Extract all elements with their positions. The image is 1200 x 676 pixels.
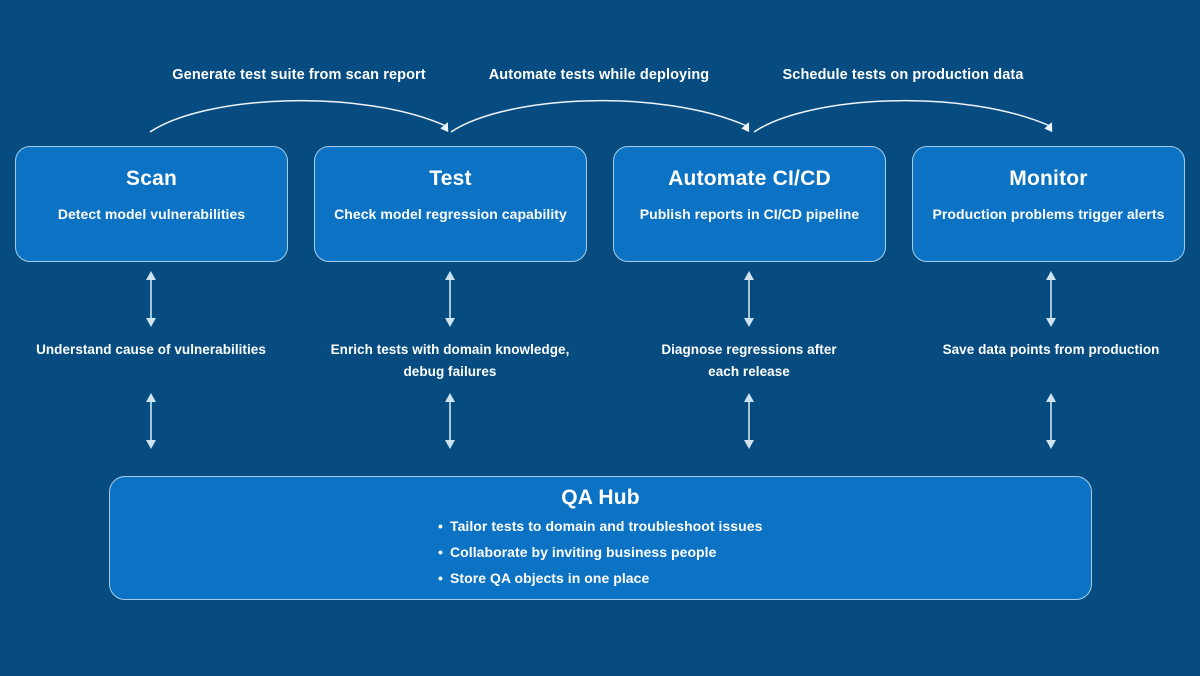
stage-title-automate-cicd: Automate CI/CD (668, 167, 831, 190)
bullet-icon: • (438, 518, 443, 534)
stage-title-test: Test (429, 167, 472, 190)
stage-box-automate-cicd[interactable]: Automate CI/CD Publish reports in CI/CD … (613, 146, 886, 262)
stage-box-scan[interactable]: Scan Detect model vulnerabilities (15, 146, 288, 262)
flow-label-scan-to-test: Generate test suite from scan report (172, 67, 426, 83)
qa-hub-bullet-item: • Collaborate by inviting business peopl… (438, 545, 1091, 559)
mid-caption-monitor: Save data points from production (942, 342, 1160, 357)
mid-caption-automate-cicd: Diagnose regressions after each release (661, 342, 837, 380)
flow-label-automate-to-monitor: Schedule tests on production data (782, 67, 1024, 83)
double-arrow-icon-monitor-lower (1042, 392, 1060, 450)
double-arrow-icon-automate-cicd-lower (740, 392, 758, 450)
stage-box-monitor[interactable]: Monitor Production problems trigger aler… (912, 146, 1185, 262)
bullet-icon: • (438, 570, 443, 586)
mid-caption-test: Enrich tests with domain knowledge, debu… (330, 342, 570, 380)
stage-title-scan: Scan (126, 167, 177, 190)
double-arrow-icon-monitor-upper (1042, 270, 1060, 328)
stage-subtitle-monitor: Production problems trigger alerts (932, 206, 1165, 223)
qa-hub-bullet-text: Store QA objects in one place (450, 570, 650, 586)
double-arrow-icon-test-upper (441, 270, 459, 328)
stage-subtitle-test: Check model regression capability (334, 206, 567, 223)
stage-box-test[interactable]: Test Check model regression capability (314, 146, 587, 262)
qa-hub-bullet-text: Collaborate by inviting business people (450, 544, 717, 560)
stage-subtitle-automate-cicd: Publish reports in CI/CD pipeline (639, 206, 860, 223)
mid-caption-scan: Understand cause of vulnerabilities (36, 342, 266, 357)
qa-hub-bullet-item: • Tailor tests to domain and troubleshoo… (438, 519, 1091, 533)
qa-hub-bullet-text: Tailor tests to domain and troubleshoot … (450, 518, 763, 534)
qa-hub-bullet-list: • Tailor tests to domain and troubleshoo… (110, 519, 1091, 585)
bullet-icon: • (438, 544, 443, 560)
flow-label-test-to-automate: Automate tests while deploying (488, 67, 710, 83)
double-arrow-icon-scan-lower (142, 392, 160, 450)
curved-arrow-automate-to-monitor (753, 99, 1053, 133)
qa-hub-title: QA Hub (561, 486, 640, 509)
double-arrow-icon-scan-upper (142, 270, 160, 328)
curved-arrow-scan-to-test (149, 99, 449, 133)
qa-hub-bullet-item: • Store QA objects in one place (438, 571, 1091, 585)
stage-subtitle-scan: Detect model vulnerabilities (57, 206, 246, 223)
double-arrow-icon-automate-cicd-upper (740, 270, 758, 328)
stage-title-monitor: Monitor (1009, 167, 1088, 190)
double-arrow-icon-test-lower (441, 392, 459, 450)
qa-hub-box[interactable]: QA Hub • Tailor tests to domain and trou… (109, 476, 1092, 600)
curved-arrow-test-to-automate (450, 99, 750, 133)
